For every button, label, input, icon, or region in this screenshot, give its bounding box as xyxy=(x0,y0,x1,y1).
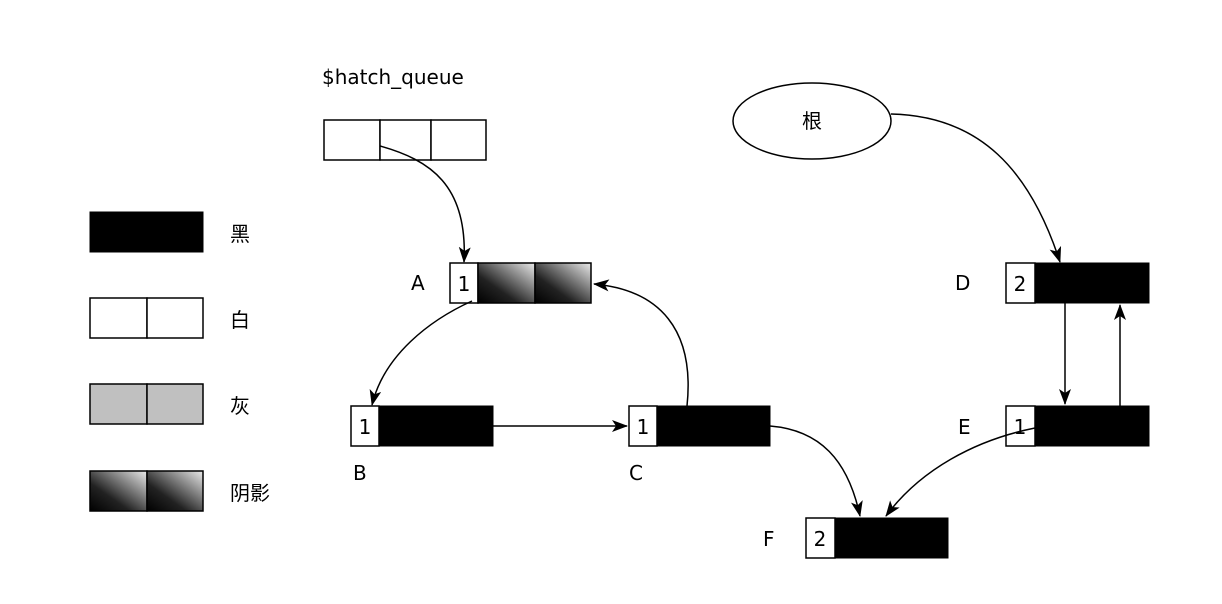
root-ellipse xyxy=(732,82,892,160)
legend-label: 灰 xyxy=(230,394,250,418)
node-b-name: B xyxy=(353,461,367,485)
legend-label: 阴影 xyxy=(230,481,270,505)
node-d-cell xyxy=(1034,262,1150,304)
legend-swatch xyxy=(146,383,204,425)
root-label: 根 xyxy=(802,109,822,133)
node-a-cell xyxy=(477,262,536,304)
edge-a-to-b xyxy=(369,300,473,406)
node-f-cell xyxy=(834,517,949,559)
legend: 黑 白 灰 阴影 xyxy=(89,211,270,512)
legend-swatch xyxy=(89,470,148,512)
hatch-queue-label: $hatch_queue xyxy=(322,65,464,89)
hatch-queue: $hatch_queue xyxy=(322,65,487,161)
legend-swatch xyxy=(146,470,204,512)
node-f: F 2 xyxy=(763,517,949,559)
node-d-name: D xyxy=(955,271,970,295)
node-b-cell xyxy=(378,405,494,447)
queue-cell xyxy=(430,119,487,161)
legend-swatch xyxy=(146,211,204,253)
legend-item-black: 黑 xyxy=(89,211,250,253)
node-b-count: 1 xyxy=(359,415,372,439)
node-d-count-cell xyxy=(1005,262,1036,304)
node-e-count: 1 xyxy=(1014,415,1027,439)
queue-cell xyxy=(379,119,432,161)
legend-item-shade: 阴影 xyxy=(89,470,270,512)
edge-e-to-f xyxy=(885,427,1036,517)
node-b-count-cell xyxy=(350,405,380,447)
node-a-count-cell xyxy=(449,262,479,304)
node-b: 1 B xyxy=(350,405,494,485)
edge-c-to-f xyxy=(769,425,863,517)
edge-c-to-a xyxy=(593,279,689,407)
legend-label: 白 xyxy=(230,308,250,332)
node-d: D 2 xyxy=(955,262,1150,304)
edge-queue-to-a xyxy=(379,145,471,263)
legend-label: 黑 xyxy=(230,222,250,246)
node-e-name: E xyxy=(958,415,971,439)
root-node: 根 xyxy=(732,82,892,160)
queue-cell xyxy=(323,119,381,161)
node-e-count-cell xyxy=(1005,405,1036,447)
node-e-cell xyxy=(1034,405,1150,447)
node-a-count: 1 xyxy=(458,272,471,296)
node-d-count: 2 xyxy=(1014,272,1027,296)
edge-root-to-d xyxy=(890,113,1062,263)
edges xyxy=(369,113,1126,517)
node-e: E 1 xyxy=(958,405,1150,447)
node-c-name: C xyxy=(629,461,643,485)
node-c-count: 1 xyxy=(637,415,650,439)
node-c: 1 C xyxy=(628,405,771,485)
node-a: A 1 xyxy=(411,262,592,304)
legend-swatch xyxy=(89,297,148,339)
node-f-count-cell xyxy=(805,517,836,559)
node-c-count-cell xyxy=(628,405,658,447)
node-f-name: F xyxy=(763,527,775,551)
node-f-count: 2 xyxy=(814,527,827,551)
node-a-name: A xyxy=(411,271,425,295)
legend-item-gray: 灰 xyxy=(89,383,250,425)
legend-swatch xyxy=(89,211,148,253)
legend-swatch xyxy=(146,297,204,339)
legend-swatch xyxy=(89,383,148,425)
node-a-cell xyxy=(534,262,592,304)
legend-item-white: 白 xyxy=(89,297,250,339)
node-c-cell xyxy=(656,405,771,447)
